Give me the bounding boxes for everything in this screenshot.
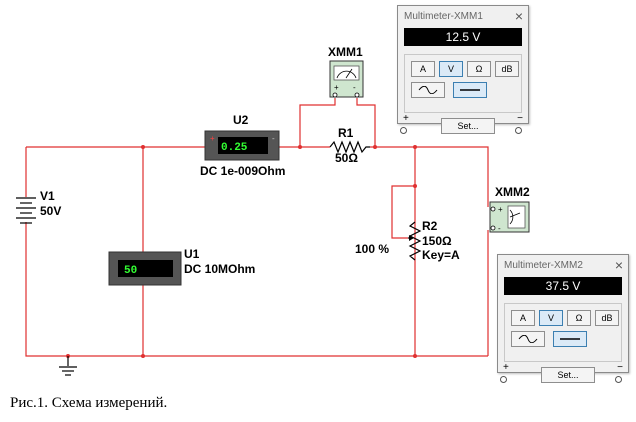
resistor-r1[interactable] — [329, 140, 370, 154]
window-titlebar[interactable]: Multimeter-XMM1 × — [398, 6, 528, 26]
r2-key: Key=A — [422, 248, 460, 262]
plus-label: + — [503, 362, 509, 373]
svg-text:-: - — [498, 224, 501, 233]
xmm1-name: XMM1 — [328, 45, 363, 59]
r2-value: 150Ω — [422, 234, 452, 248]
close-icon[interactable]: × — [614, 257, 623, 273]
wires — [25, 98, 489, 357]
voltmeter-u2[interactable]: 0.25 + - — [204, 130, 280, 161]
dc-wave-button[interactable] — [553, 331, 587, 347]
dc-line-icon — [560, 338, 580, 340]
reading-display: 37.5 V — [504, 277, 622, 295]
ac-wave-button[interactable] — [511, 331, 545, 347]
mode-decibel-button[interactable]: dB — [595, 310, 619, 326]
mode-ammeter-button[interactable]: A — [511, 310, 535, 326]
sine-wave-icon — [418, 86, 438, 94]
v1-name: V1 — [40, 189, 55, 203]
positive-terminal-icon[interactable] — [500, 376, 507, 383]
ground-icon — [59, 356, 77, 376]
set-button[interactable]: Set... — [441, 118, 495, 134]
u2-name: U2 — [233, 113, 249, 127]
multimeter-window-xmm1[interactable]: Multimeter-XMM1 × 12.5 V A V Ω dB + Set.… — [397, 5, 529, 134]
svg-text:+: + — [498, 205, 503, 214]
u1-reading: 50 — [124, 265, 137, 277]
positive-terminal-icon[interactable] — [400, 127, 407, 134]
u1-name: U1 — [184, 247, 200, 261]
set-button[interactable]: Set... — [541, 367, 595, 383]
mode-ohmmeter-button[interactable]: Ω — [567, 310, 591, 326]
window-titlebar[interactable]: Multimeter-XMM2 × — [498, 255, 628, 275]
close-icon[interactable]: × — [514, 8, 523, 24]
mode-voltmeter-button[interactable]: V — [439, 61, 463, 77]
controls-panel: A V Ω dB — [404, 54, 522, 113]
v1-value: 50V — [40, 204, 61, 218]
dc-wave-button[interactable] — [453, 82, 487, 98]
r1-name: R1 — [338, 126, 354, 140]
potentiometer-r2[interactable] — [408, 221, 422, 261]
r1-value: 50Ω — [335, 151, 358, 165]
mode-decibel-button[interactable]: dB — [495, 61, 519, 77]
svg-text:-: - — [353, 83, 356, 92]
mode-ammeter-button[interactable]: A — [411, 61, 435, 77]
negative-terminal-icon[interactable] — [615, 376, 622, 383]
multimeter-window-xmm2[interactable]: Multimeter-XMM2 × 37.5 V A V Ω dB + Set.… — [497, 254, 629, 383]
voltmeter-u1[interactable]: 50 — [108, 251, 182, 286]
dc-line-icon — [460, 89, 480, 91]
plus-label: + — [403, 113, 409, 124]
battery-v1[interactable] — [16, 197, 36, 224]
u1-mode: DC 10MOhm — [184, 262, 255, 276]
sine-wave-icon — [518, 335, 538, 343]
minus-label: − — [517, 113, 523, 124]
junctions — [66, 145, 417, 358]
ac-wave-button[interactable] — [411, 82, 445, 98]
svg-text:+: + — [334, 83, 339, 92]
u2-mode: DC 1e-009Ohm — [200, 164, 285, 178]
r2-percent: 100 % — [355, 242, 389, 256]
reading-display: 12.5 V — [404, 28, 522, 46]
xmm2-name: XMM2 — [495, 185, 530, 199]
multimeter-xmm1-symbol[interactable]: + - — [329, 60, 364, 98]
minus-label: − — [617, 362, 623, 373]
r2-name: R2 — [422, 219, 438, 233]
window-title: Multimeter-XMM2 — [504, 259, 583, 271]
u2-reading: 0.25 — [221, 142, 248, 154]
negative-terminal-icon[interactable] — [515, 127, 522, 134]
mode-voltmeter-button[interactable]: V — [539, 310, 563, 326]
mode-ohmmeter-button[interactable]: Ω — [467, 61, 491, 77]
window-title: Multimeter-XMM1 — [404, 10, 483, 22]
controls-panel: A V Ω dB — [504, 303, 622, 362]
u2-minus: - — [272, 134, 275, 143]
multimeter-xmm2-symbol[interactable]: + - — [489, 201, 530, 233]
figure-caption: Рис.1. Схема измерений. — [10, 395, 168, 411]
u2-plus: + — [210, 134, 215, 143]
